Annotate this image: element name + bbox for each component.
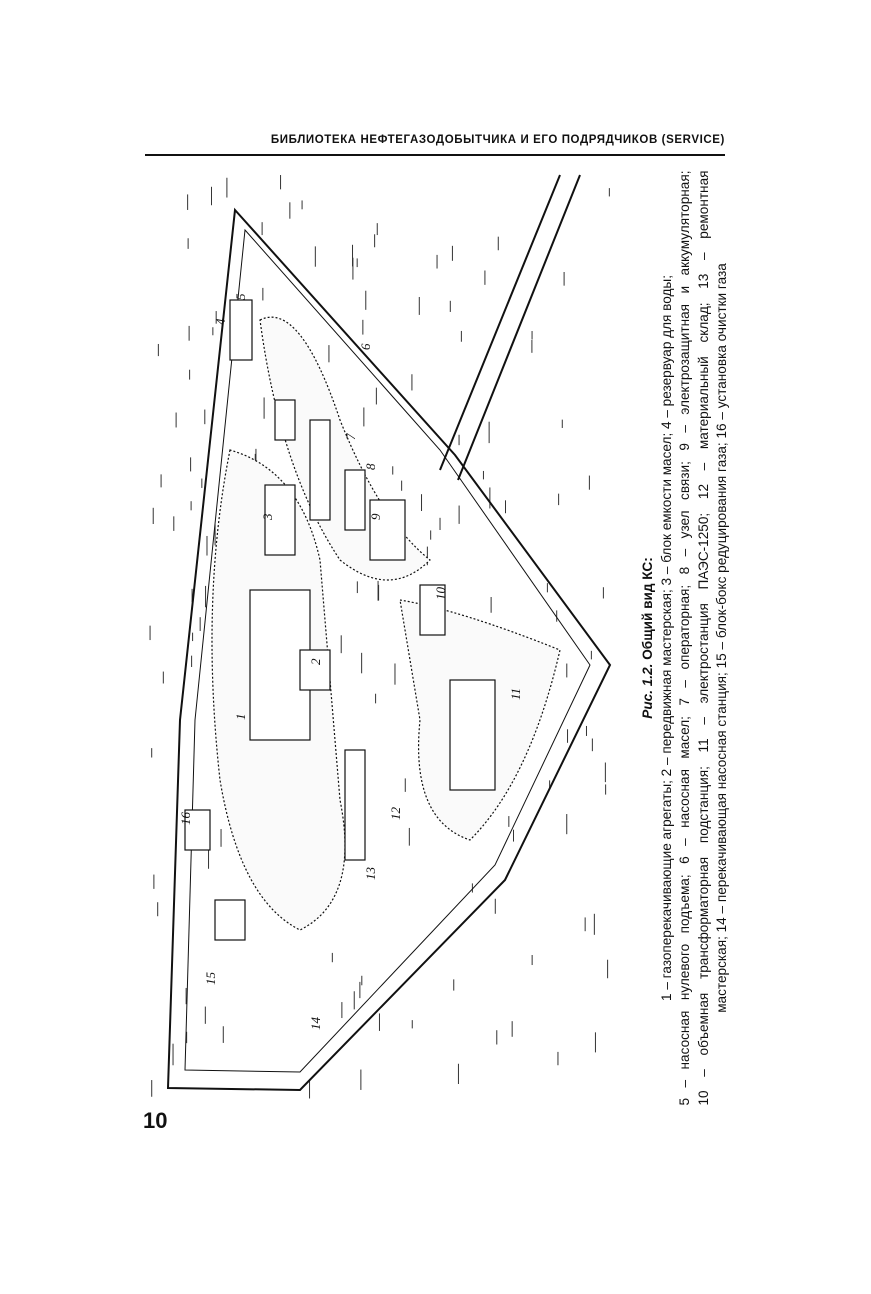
figure-label-10: 10 [433,587,448,601]
building-block [309,419,331,521]
building-block [344,469,366,531]
caption-line: 10 – объемная трансформаторная подстанци… [695,170,711,1106]
building-block [369,499,406,561]
page-number: 10 [143,1108,168,1133]
figure-label-12: 12 [388,807,403,821]
figure-label-11: 11 [508,688,523,700]
access-road [439,174,561,471]
header-rule [145,154,725,156]
figure-label-7: 7 [343,433,358,440]
running-header: БИБЛИОТЕКА НЕФТЕГАЗОДОБЫТЧИКА И ЕГО ПОДР… [270,134,725,146]
building-block [274,399,296,441]
figure-caption: Рис. 1.2. Общий вид КС: 1 – газоперекачи… [639,171,731,1106]
figure-label-5: 5 [233,293,248,300]
figure-label-9: 9 [368,513,383,520]
caption-line: 5 – насосная нулевого подъема; 6 – насос… [677,170,692,1106]
building-block [184,809,211,851]
building-block [419,584,446,636]
figure-label-14: 14 [308,1017,323,1031]
building-block [229,299,253,361]
figure-label-16: 16 [178,812,193,826]
caption-title-text: Общий вид КС: [640,557,655,660]
figure-label-2: 2 [308,658,323,665]
fence-outline [166,207,612,1092]
figure-label-4: 4 [213,318,228,325]
figure-label-15: 15 [203,972,218,986]
caption-prefix: Рис. 1.2. [640,663,655,719]
figure-label-3: 3 [260,513,275,521]
caption-line: 1 – газоперекачивающие агрегаты; 2 – пер… [658,275,674,1001]
building-block [449,679,496,791]
building-block [344,749,366,861]
figure-label-8: 8 [363,463,378,470]
figure-label-1: 1 [233,714,248,721]
figure-label-13: 13 [363,867,378,881]
fence-inner [184,228,591,1073]
building-block [264,484,296,556]
building-block [299,649,331,691]
caption-line: мастерская; 14 – перекачивающая насосная… [714,263,729,1013]
figure-label-6: 6 [358,343,373,350]
building-block [214,899,246,941]
caption-title: Рис. 1.2. Общий вид КС: [639,171,658,1106]
